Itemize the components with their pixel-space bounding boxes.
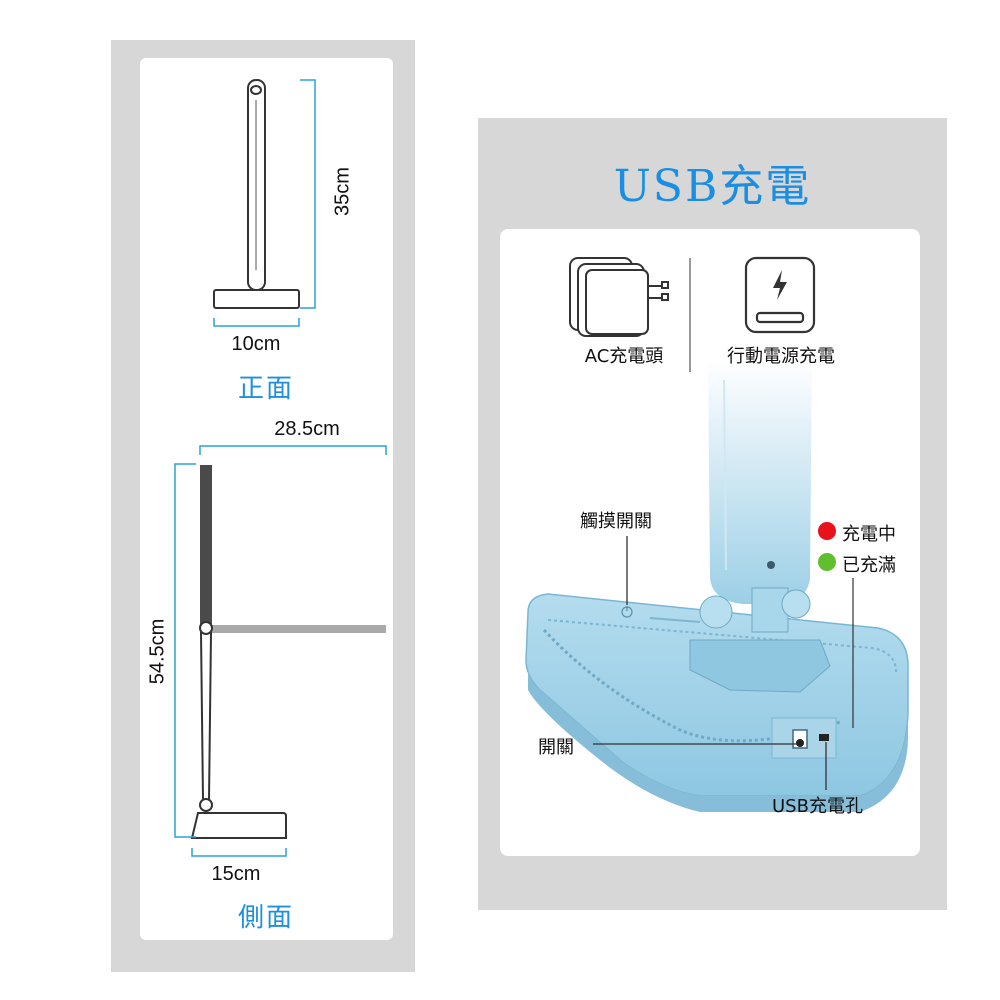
power-bank-label: 行動電源充電 xyxy=(727,346,835,367)
full-legend-label: 已充滿 xyxy=(842,555,896,576)
usb-port-label: USB充電孔 xyxy=(772,796,863,817)
touch-switch-label: 觸摸開關 xyxy=(580,511,652,532)
touch-switch-button xyxy=(621,606,633,618)
lamp-base-side xyxy=(528,665,908,812)
side-view-base-joint xyxy=(199,798,213,812)
charging-legend-dot xyxy=(818,522,836,540)
side-view-dimension-lines xyxy=(174,445,387,857)
front-view-lamp-drawing xyxy=(213,79,300,309)
usb-charging-title: USB充電 xyxy=(613,161,812,212)
side-view-label: 側面 xyxy=(237,903,294,933)
lamp-illustration xyxy=(525,360,909,812)
power-switch-marker xyxy=(796,739,804,747)
side-reach-label: 28.5cm xyxy=(274,418,340,440)
power-bank-icon xyxy=(744,256,816,334)
side-view-lamp-head xyxy=(206,625,386,633)
side-view-upper-arm xyxy=(200,465,212,627)
dimensions-panel-card xyxy=(140,58,393,940)
power-switch-label: 開關 xyxy=(538,737,574,758)
side-view-lamp-drawing xyxy=(190,465,386,839)
front-view-label: 正面 xyxy=(237,374,294,404)
lamp-arm xyxy=(708,360,812,604)
full-legend-dot xyxy=(818,553,836,571)
ac-adapter-label: AC充電頭 xyxy=(584,346,664,367)
callout-lines xyxy=(593,536,854,790)
side-view-elbow-joint xyxy=(199,621,213,635)
ac-adapter-icon xyxy=(569,257,669,337)
lamp-arm-indicator-light xyxy=(767,561,775,569)
charging-legend-label: 充電中 xyxy=(842,524,896,545)
side-view-base xyxy=(190,812,287,839)
usb-port xyxy=(819,734,829,741)
side-base-label: 15cm xyxy=(211,863,261,885)
front-view-dimension-lines xyxy=(213,79,316,327)
front-width-label: 10cm xyxy=(231,333,281,355)
